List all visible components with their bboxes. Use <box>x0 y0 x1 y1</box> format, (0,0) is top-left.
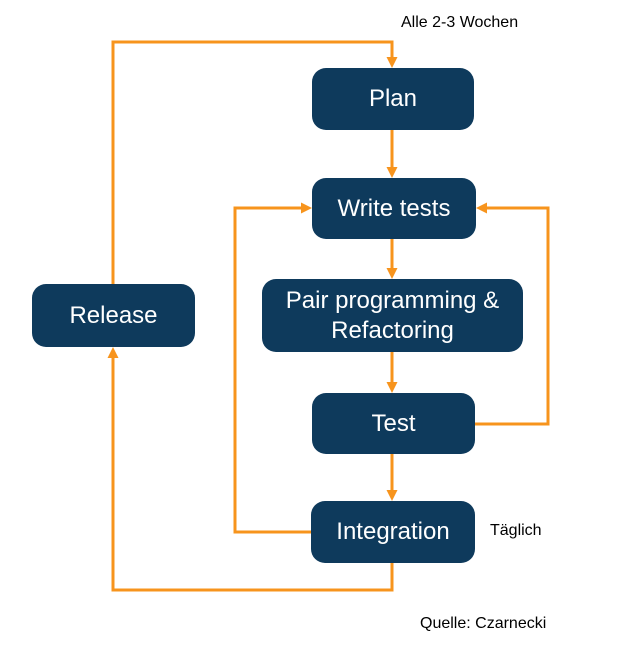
edge-test-to-write-tests <box>475 206 550 426</box>
arrowhead-into-write-tests-top <box>386 167 398 178</box>
node-plan: Plan <box>312 68 474 130</box>
node-release: Release <box>32 284 195 347</box>
arrowhead-into-write-tests-left <box>301 202 312 214</box>
arrowhead-into-write-tests-right <box>476 202 487 214</box>
arrowhead-into-integration <box>386 490 398 501</box>
edge-integration-to-release <box>111 356 394 592</box>
edge-release-to-plan <box>111 40 394 284</box>
node-write-tests: Write tests <box>312 178 476 239</box>
arrowhead-into-release <box>107 347 119 358</box>
edge-integration-to-write-tests <box>233 206 311 534</box>
node-integration: Integration <box>311 501 475 563</box>
node-pair-programming: Pair programming & Refactoring <box>262 279 523 352</box>
arrowhead-into-plan <box>386 57 398 68</box>
cycle-interval-label: Alle 2-3 Wochen <box>401 14 519 31</box>
node-test: Test <box>312 393 475 454</box>
source-credit-label: Quelle: Czarnecki <box>420 615 547 632</box>
arrowhead-into-test <box>386 382 398 393</box>
arrowhead-into-pair <box>386 268 398 279</box>
daily-interval-label: Täglich <box>490 522 542 539</box>
